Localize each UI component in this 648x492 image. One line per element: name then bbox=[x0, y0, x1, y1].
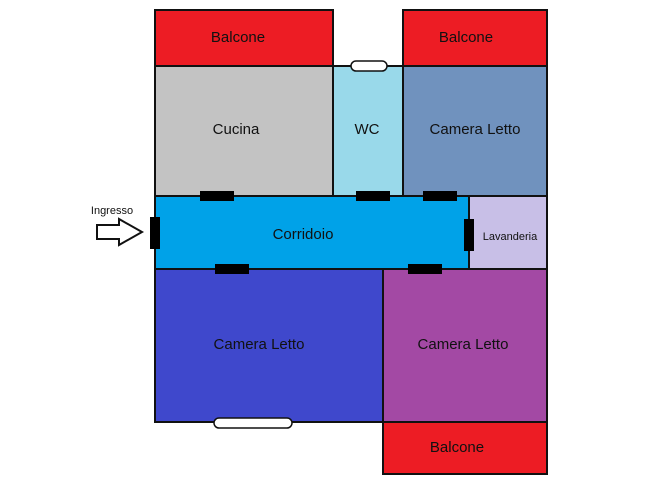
bedroom-bottom-left bbox=[154, 268, 384, 423]
balcony-top-right bbox=[402, 9, 548, 67]
window-wc bbox=[350, 60, 388, 72]
balcony-top-left bbox=[154, 9, 334, 67]
bedroom-bottom-left-label: Camera Letto bbox=[214, 336, 305, 353]
arrow-right-icon bbox=[96, 217, 145, 247]
entrance-label: Ingresso bbox=[91, 205, 133, 217]
window-bedroom-bottom-left bbox=[213, 417, 293, 429]
wc-label: WC bbox=[355, 121, 380, 138]
balcony-top-right-label: Balcone bbox=[439, 29, 493, 46]
doors bbox=[150, 191, 474, 274]
balcony-top-left-label: Balcone bbox=[211, 29, 265, 46]
door-laundry bbox=[464, 219, 474, 251]
laundry-label: Lavanderia bbox=[483, 231, 538, 243]
kitchen bbox=[154, 65, 334, 197]
door-bedroom-bottom-right bbox=[408, 264, 442, 274]
corridor-label: Corridoio bbox=[273, 226, 334, 243]
door-bedroom-bottom-left bbox=[215, 264, 249, 274]
door-kitchen bbox=[200, 191, 234, 201]
windows bbox=[213, 60, 388, 429]
balcony-bottom bbox=[382, 421, 548, 475]
door-entrance bbox=[150, 217, 160, 249]
kitchen-label: Cucina bbox=[213, 121, 260, 138]
balcony-bottom-label: Balcone bbox=[430, 439, 484, 456]
door-bedroom-top-right bbox=[423, 191, 457, 201]
bedroom-top-right-label: Camera Letto bbox=[430, 121, 521, 138]
door-wc bbox=[356, 191, 390, 201]
bedroom-bottom-right-label: Camera Letto bbox=[418, 336, 509, 353]
